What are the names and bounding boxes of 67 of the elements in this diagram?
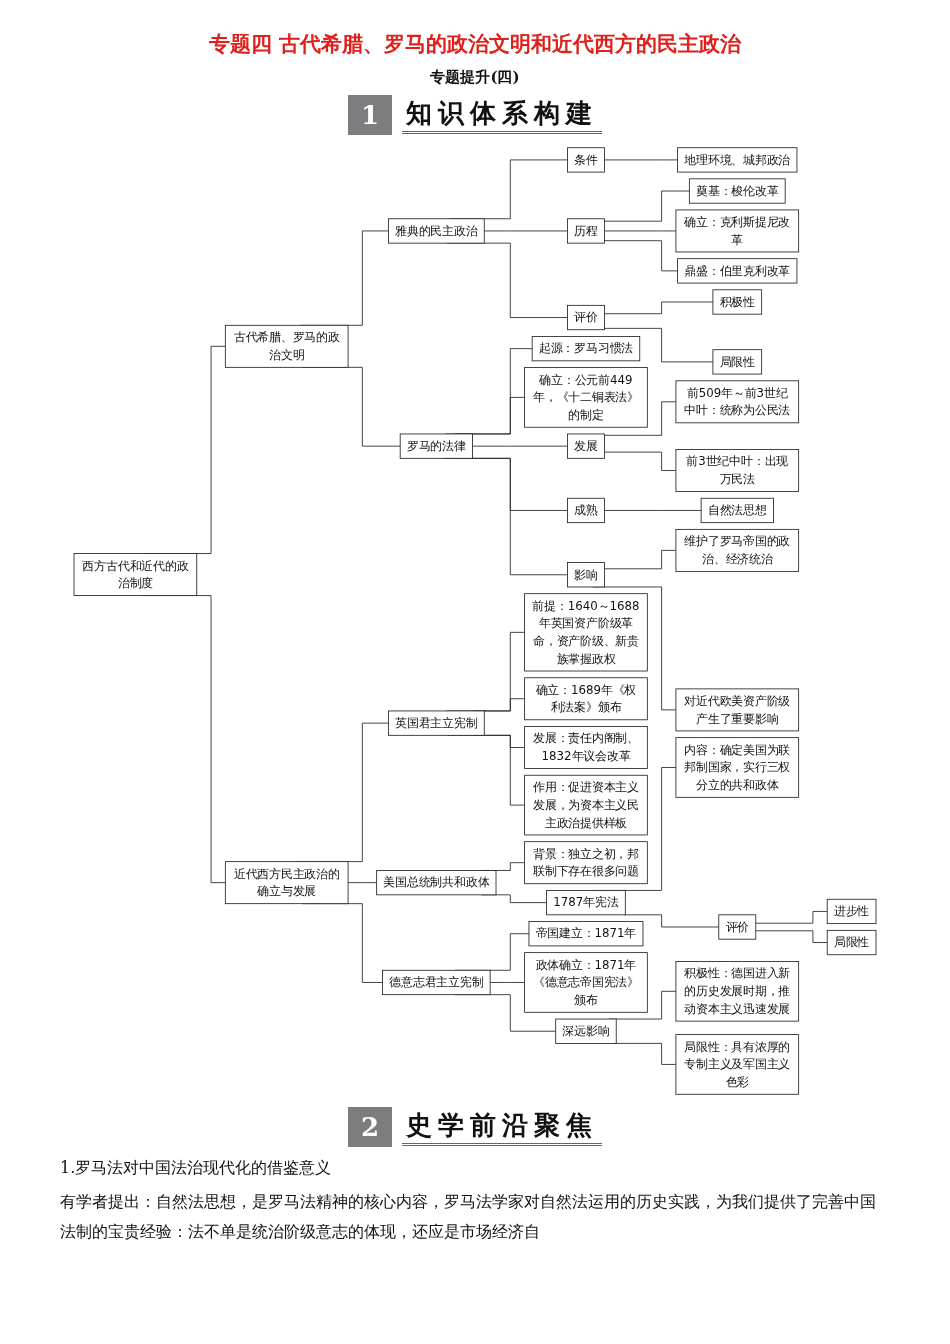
node-box: 条件: [567, 147, 605, 173]
connector: [604, 451, 677, 471]
node-box: 政体确立：1871年《德意志帝国宪法》颁布: [524, 952, 648, 1013]
node-box: 局限性: [712, 349, 763, 375]
connector: [472, 445, 568, 447]
node-box: 帝国建立：1871年: [528, 921, 644, 947]
node-box: 作用：促进资本主义发展，为资本主义民主政治提供样板: [524, 774, 648, 836]
node-box: 确立：公元前449年，《十二铜表法》的制定: [524, 367, 648, 428]
connector: [755, 911, 828, 924]
connector: [755, 930, 828, 943]
node-box: 近代西方民主政治的确立与发展: [224, 861, 349, 905]
connector: [347, 882, 378, 884]
subtitle: 专题提升(四): [429, 68, 521, 87]
node-box: 雅典的民主政治: [388, 218, 485, 244]
node-box: 地理环境、城邦政治: [677, 147, 798, 173]
node-box: 积极性: [712, 289, 763, 315]
node-box: 美国总统制共和政体: [376, 870, 497, 896]
node-box: 评价: [718, 914, 757, 940]
node-box: 评价: [567, 304, 605, 331]
page-title: 专题四 古代希腊、罗马的政治文明和近代西方的民主政治: [207, 30, 743, 58]
node-box: 古代希腊、罗马的政治文明: [224, 324, 349, 368]
question-heading: 1.罗马法对中国法治现代化的借鉴意义: [60, 1157, 333, 1179]
node-box: 西方古代和近代的政治制度: [73, 553, 198, 596]
node-box: 前509年～前3世纪中叶：统称为公民法: [675, 380, 800, 424]
node-box: 发展：责任内阁制、1832年议会改革: [524, 726, 648, 769]
node-box: 奠基：梭伦改革: [688, 178, 786, 204]
node-box: 背景：独立之初，邦联制下存在很多问题: [524, 841, 648, 885]
connector: [604, 159, 678, 161]
connector: [604, 230, 677, 232]
connector: [623, 914, 720, 928]
section-heading: 史学前沿聚焦: [402, 1108, 602, 1146]
node-box: 鼎盛：伯里克利改革: [677, 258, 798, 284]
node-box: 影响: [567, 562, 605, 588]
node-box: 确立：克利斯提尼改革: [675, 209, 800, 253]
node-box: 历程: [567, 218, 605, 244]
node-box: 自然法思想: [700, 497, 774, 524]
node-box: 前3世纪中叶：出现万民法: [675, 449, 800, 492]
node-box: 局限性：具有浓厚的专制主义及军国主义色彩: [675, 1034, 800, 1095]
node-box: 内容：确定美国为联邦制国家，实行三权分立的共和政体: [675, 737, 800, 798]
node-box: 德意志君主立宪制: [382, 969, 491, 996]
node-box: 确立：1689年《权利法案》颁布: [524, 677, 648, 721]
node-box: 起源：罗马习惯法: [531, 336, 641, 362]
node-box: 英国君主立宪制: [388, 710, 485, 736]
node-box: 1787年宪法: [546, 890, 626, 916]
paragraph: 有学者提出：自然法思想，是罗马法精神的核心内容，罗马法学家对自然法运用的历史实践，为我们提供了完善中国法制的宝贵经验：法不单是统治阶级意志的体现，还应是市场经济自: [60, 1191, 877, 1243]
node-box: 对近代欧美资产阶级产生了重要影响: [675, 688, 800, 732]
connector: [483, 230, 568, 232]
connector: [604, 301, 714, 315]
node-box: 成熟: [567, 497, 605, 524]
connector: [489, 982, 525, 983]
node-box: 进步性: [826, 898, 877, 925]
node-box: 发展: [567, 433, 605, 459]
section-number: 1: [348, 95, 392, 135]
node-box: 罗马的法律: [399, 433, 473, 459]
connector: [604, 327, 714, 363]
connector: [604, 510, 702, 511]
node-box: 局限性: [826, 929, 877, 956]
connector: [604, 549, 677, 570]
node-box: 积极性：德国进入新的历史发展时期，推动资本主义迅速发展: [675, 961, 800, 1022]
connector: [604, 190, 690, 222]
node-box: 前提：1640～1688年英国资产阶级革命，资产阶级、新贵族掌握政权: [524, 593, 648, 672]
section-heading: 知识体系构建: [402, 96, 602, 134]
section-number: 2: [348, 1107, 392, 1147]
connector: [604, 401, 677, 436]
node-box: 维护了罗马帝国的政治、经济统治: [675, 528, 800, 572]
node-box: 深远影响: [555, 1018, 617, 1044]
connector: [604, 240, 678, 272]
